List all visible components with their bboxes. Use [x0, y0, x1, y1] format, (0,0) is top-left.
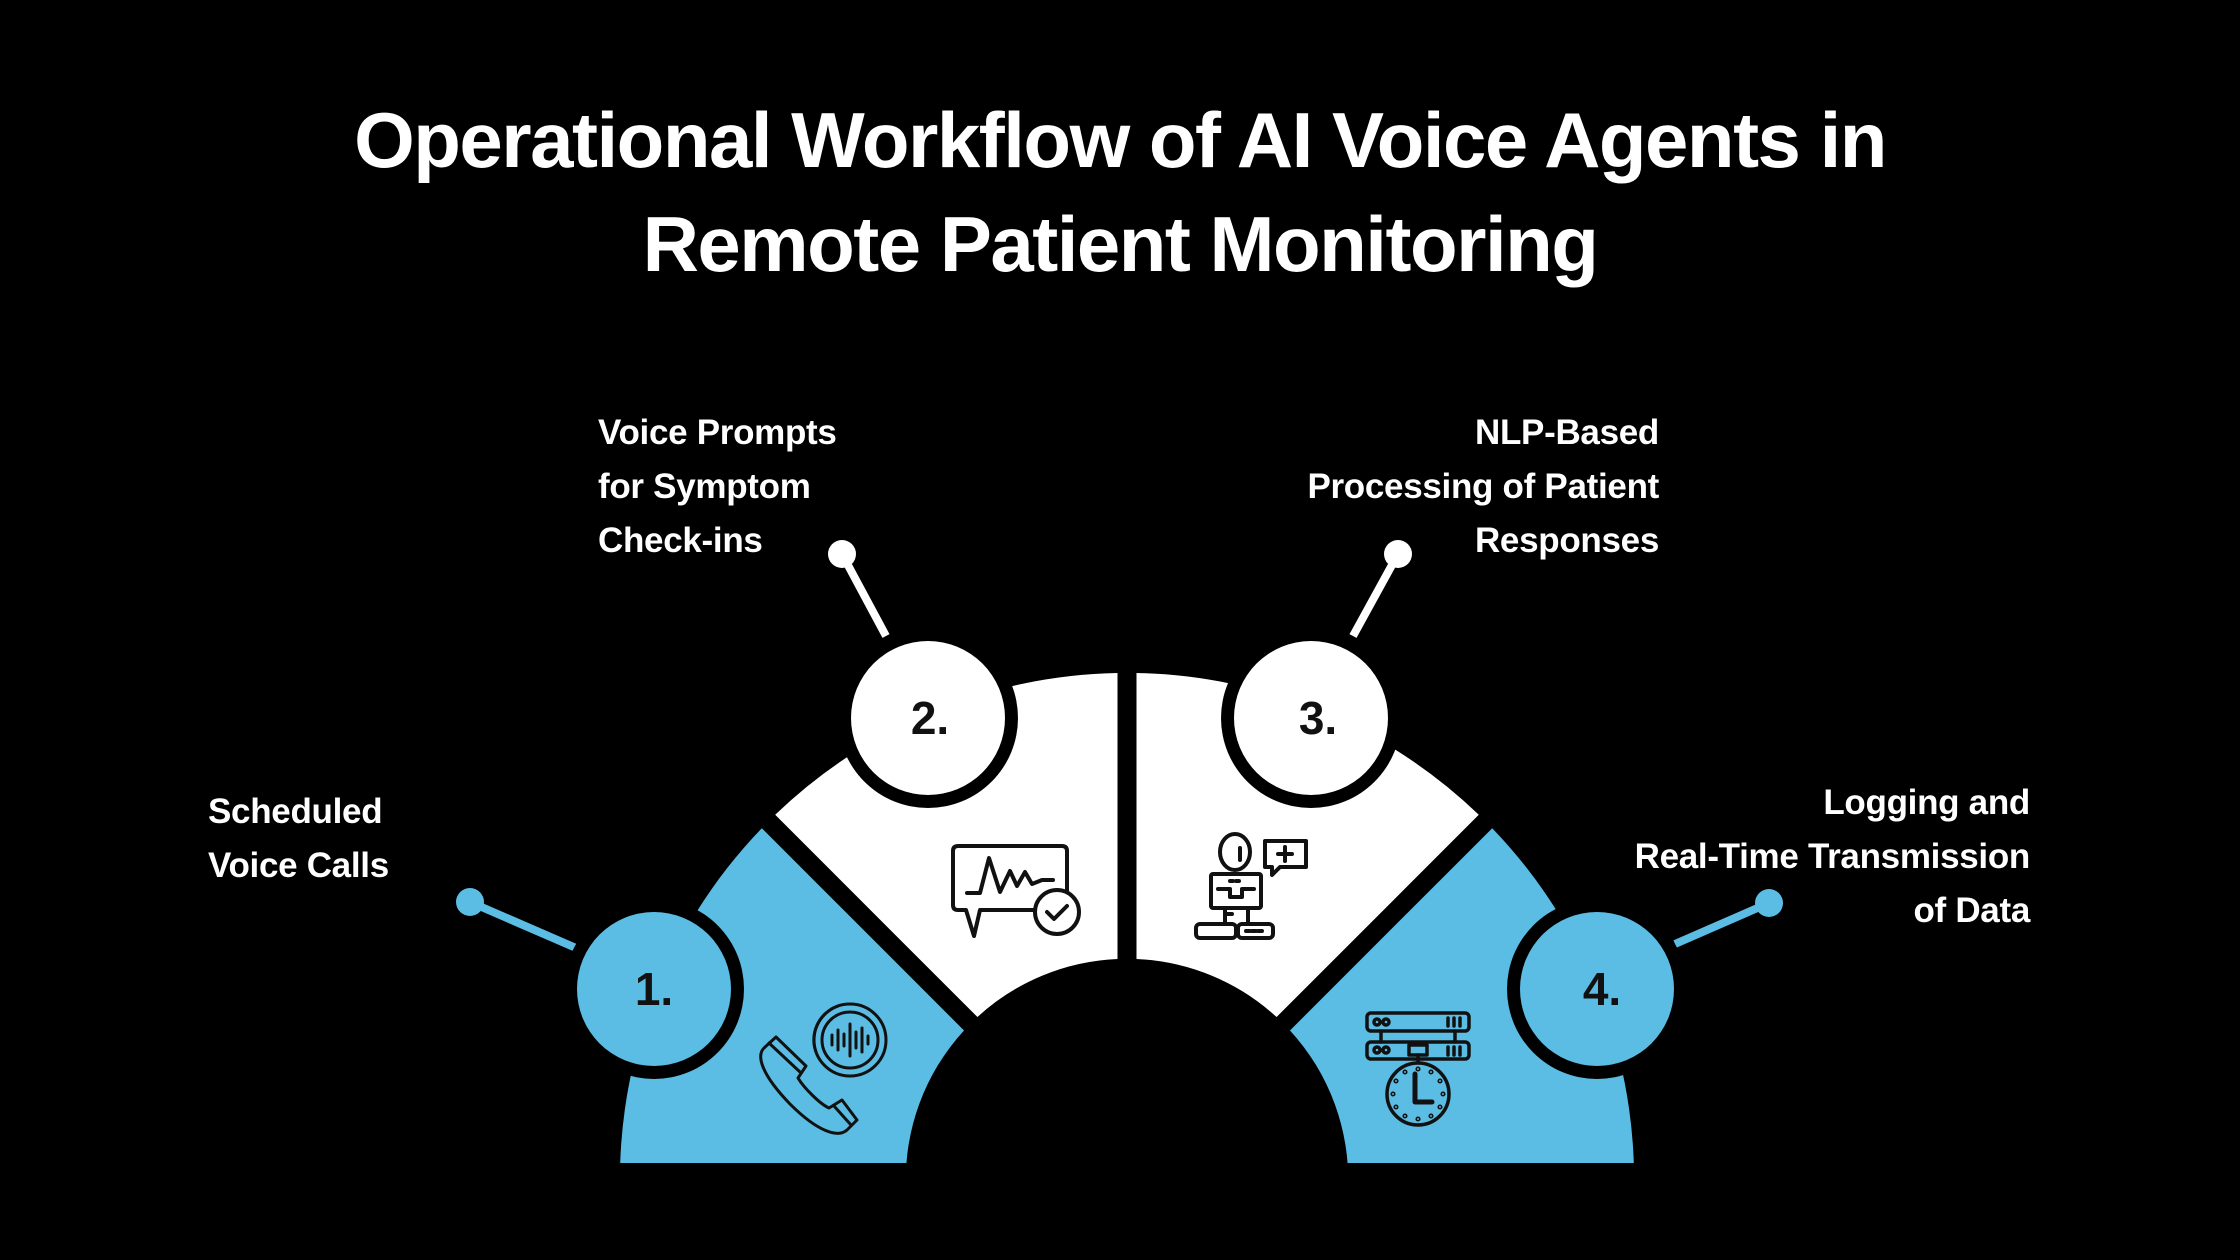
step-number-3: 3. — [1299, 692, 1337, 744]
phone-voice-wave-icon — [759, 1002, 888, 1135]
step-label-1: Scheduled Voice Calls — [208, 785, 389, 893]
server-clock-icon — [1365, 1011, 1471, 1127]
connector-1 — [456, 888, 578, 952]
connector-dot-3 — [1384, 540, 1412, 568]
ring — [620, 673, 1634, 1163]
step-label-2: Voice Prompts for Symptom Check-ins — [598, 406, 837, 568]
step-number-2: 2. — [911, 692, 949, 744]
page-title: Operational Workflow of AI Voice Agents … — [0, 88, 2240, 296]
step-label-4-line-2: Real-Time Transmission — [1634, 837, 2031, 876]
person-speech-medical-icon — [1194, 832, 1308, 940]
step-label-4-line-1: Logging and — [1823, 783, 2030, 822]
step-badge-2: 2. — [838, 628, 1018, 808]
chat-heartbeat-check-icon — [951, 844, 1081, 938]
step-label-1-line-1: Scheduled — [208, 792, 383, 831]
connector-dot-1 — [456, 888, 484, 916]
title-line-1: Operational Workflow of AI Voice Agents … — [354, 96, 1887, 184]
step-label-4: Logging and Real-Time Transmission of Da… — [1634, 776, 2031, 938]
step-badge-1: 1. — [564, 899, 744, 1079]
title-line-2: Remote Patient Monitoring — [642, 200, 1599, 288]
step-label-2-line-2: for Symptom — [598, 467, 811, 506]
step-badge-3: 3. — [1221, 628, 1401, 808]
step-label-1-line-2: Voice Calls — [208, 846, 389, 885]
step-label-3-line-1: NLP-Based — [1474, 413, 1659, 452]
connector-3 — [1349, 540, 1412, 638]
step-label-3-line-2: Processing of Patient — [1307, 467, 1659, 506]
step-badge-4: 4. — [1507, 899, 1687, 1079]
step-label-2-line-3: Check-ins — [598, 521, 763, 560]
step-label-3-line-3: Responses — [1474, 521, 1659, 560]
step-label-2-line-1: Voice Prompts — [598, 413, 837, 452]
connector-4 — [1673, 889, 1783, 948]
connector-dot-4 — [1755, 889, 1783, 917]
segment-4 — [1289, 828, 1634, 1163]
step-number-1: 1. — [635, 963, 673, 1015]
connector-dot-2 — [828, 540, 856, 568]
step-label-3: NLP-Based Processing of Patient Response… — [1307, 406, 1659, 568]
segment-1 — [620, 828, 965, 1163]
step-number-4: 4. — [1583, 963, 1621, 1015]
step-label-4-line-3: of Data — [1913, 891, 2030, 930]
connector-2 — [828, 540, 890, 638]
clock-ticks — [1390, 1066, 1446, 1122]
